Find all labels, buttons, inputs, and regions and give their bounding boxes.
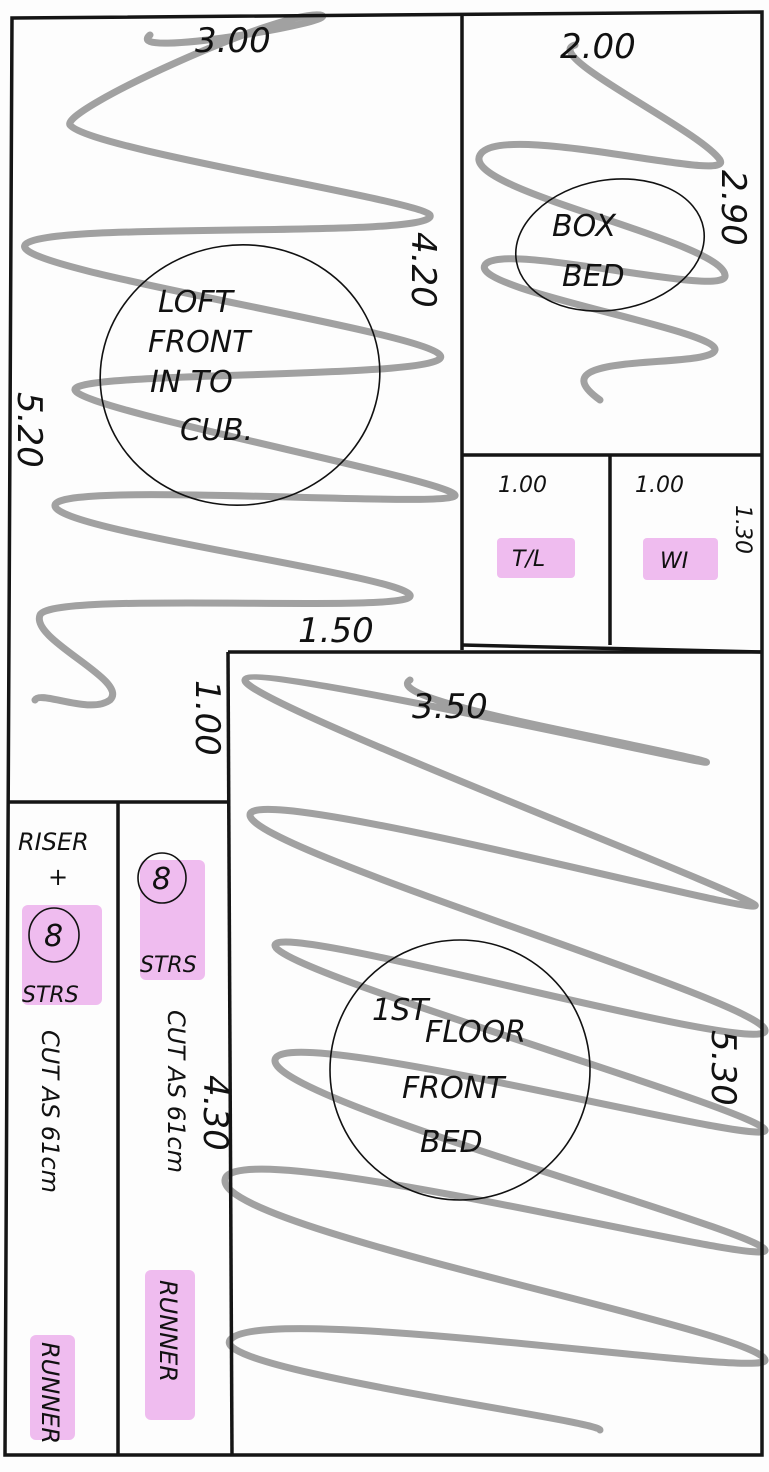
stairs-left-count-highlight	[22, 905, 102, 1005]
wi-dim-right: 1.30	[730, 505, 755, 554]
toilet-dim: 1.00	[498, 473, 547, 498]
front-bed-label-line-3: FRONT	[402, 1071, 507, 1106]
stairs-left: RISER + 8 STRS CUT AS 61cm RUNNER	[18, 828, 89, 1444]
front-bed-dim-top: 3.50	[412, 687, 488, 727]
box-bed-room: 2.00 2.90 BOX BED	[552, 27, 753, 294]
box-bed-label-line-1: BOX	[552, 209, 617, 244]
toilet-room: 1.00 T/L	[498, 473, 547, 572]
scribble-shading	[21, 11, 769, 1434]
front-bed-room: 3.50 5.30 1ST FLOOR FRONT BED	[372, 687, 743, 1160]
loft-room: 3.00 4.20 5.20 1.50 1.00 LOFT FRONT IN T…	[9, 21, 443, 756]
toilet-label: T/L	[512, 547, 545, 572]
loft-label-line-2: FRONT	[148, 325, 253, 360]
stairs-left-count: 8	[44, 919, 63, 954]
box-bed-label-line-2: BED	[562, 259, 625, 294]
stairs-right-strs: STRS	[140, 953, 197, 978]
stairs-right-count-circle	[137, 852, 187, 904]
wi-label: WI	[660, 549, 688, 574]
loft-label-line-4: CUB.	[180, 413, 253, 448]
box-bed-scribble	[475, 41, 729, 404]
loft-dim-lower: 1.50	[298, 611, 374, 651]
wall-front-bed-left	[226, 651, 234, 1456]
stairs-right: 8 STRS 4.30 CUT AS 61cm RUNNER	[140, 862, 235, 1382]
front-bed-label-line-4: BED	[420, 1125, 483, 1160]
stairs-left-note: CUT AS 61cm	[36, 1030, 64, 1193]
stairs-right-dim: 4.30	[195, 1075, 235, 1151]
box-bed-circle	[514, 178, 706, 312]
loft-dim-side: 1.00	[187, 680, 227, 756]
stairs-left-strs: STRS	[22, 983, 79, 1008]
loft-dim-right: 4.20	[403, 232, 443, 308]
front-bed-circle	[329, 939, 591, 1201]
loft-circle	[99, 243, 381, 507]
loft-dim-top: 3.00	[195, 21, 271, 61]
front-bed-dim-right: 5.30	[703, 1030, 743, 1106]
runner-left-highlight	[30, 1335, 75, 1440]
highlighter-marks	[22, 538, 718, 1440]
wi-dim-top: 1.00	[635, 473, 684, 498]
wi-room: 1.00 1.30 WI	[635, 473, 755, 574]
outer-wall	[3, 10, 764, 1457]
stairs-right-note: CUT AS 61cm	[162, 1010, 190, 1173]
box-bed-dim-top: 2.00	[560, 27, 636, 67]
front-bed-label-line-2: FLOOR	[425, 1015, 526, 1050]
toilet-highlight	[497, 538, 575, 578]
loft-scribble	[21, 11, 459, 709]
room-circles	[28, 178, 706, 1201]
loft-label-line-1: LOFT	[158, 285, 236, 320]
walls	[3, 10, 764, 1457]
stairs-right-count-highlight	[140, 860, 205, 980]
stairs-right-count: 8	[152, 862, 171, 897]
loft-dim-left: 5.20	[9, 392, 49, 468]
front-bed-label-line-1: 1ST	[372, 993, 431, 1028]
stairs-left-plus: +	[48, 863, 68, 891]
stairs-left-riser: RISER	[18, 828, 89, 856]
box-bed-dim-right: 2.90	[713, 170, 753, 246]
front-bed-scribble	[221, 674, 769, 1434]
wi-highlight	[643, 538, 718, 580]
stairs-left-runner: RUNNER	[36, 1342, 64, 1444]
stairs-right-runner: RUNNER	[154, 1280, 182, 1382]
runner-right-highlight	[145, 1270, 195, 1420]
stairs-left-count-circle	[28, 907, 80, 963]
loft-label-line-3: IN TO	[150, 365, 233, 400]
